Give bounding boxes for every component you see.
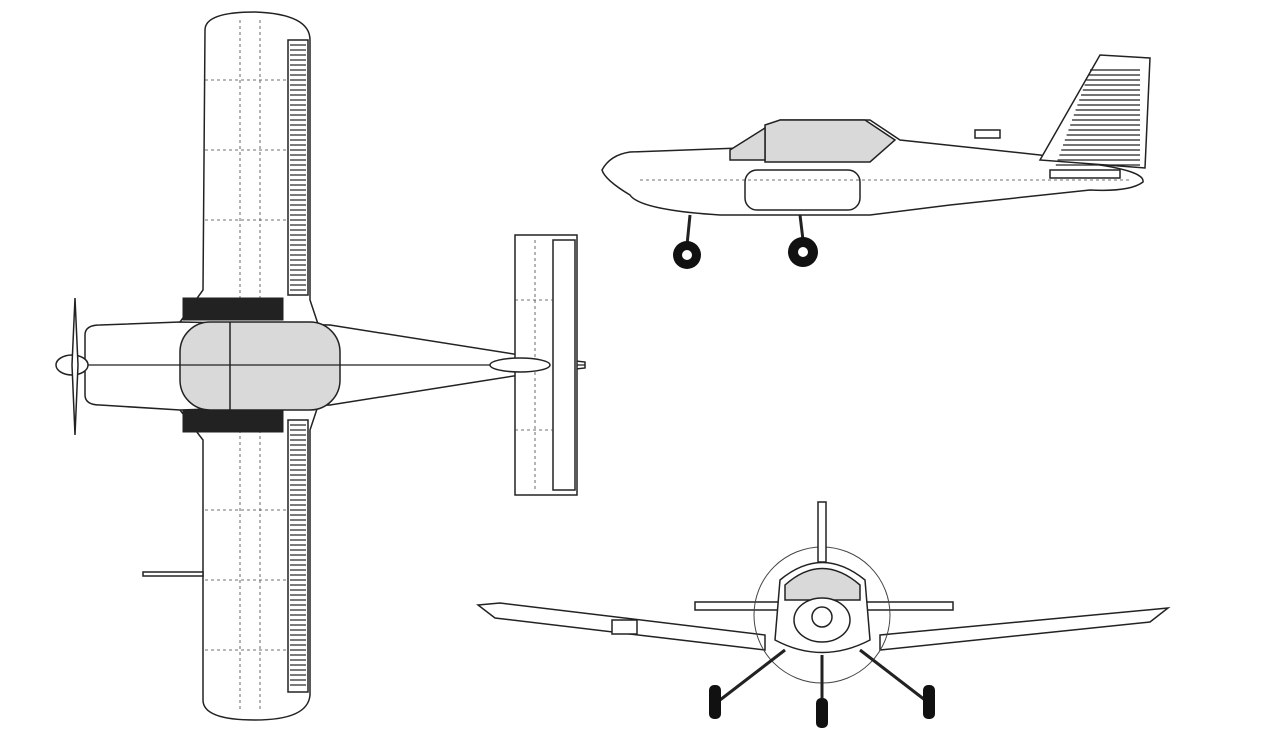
elevator — [552, 239, 576, 491]
top-canopy — [179, 321, 341, 411]
top-view — [55, 11, 586, 721]
side-view — [601, 54, 1151, 269]
side-stabilizer — [1049, 169, 1121, 179]
front-right-wheel — [923, 685, 935, 719]
front-view — [476, 501, 1171, 728]
front-nose-wheel — [816, 698, 828, 728]
side-fuselage — [601, 119, 1144, 216]
side-canopy — [764, 119, 897, 163]
fin-root — [489, 357, 551, 373]
front-right-wing — [879, 607, 1171, 651]
antenna — [974, 129, 1001, 139]
side-wing-root — [744, 169, 861, 211]
wing-root-walkway-left — [182, 297, 284, 321]
front-fin — [817, 501, 827, 563]
top-wing-panel-lines — [205, 20, 305, 712]
propeller-icon — [71, 297, 79, 436]
front-spinner — [811, 606, 833, 628]
front-canopy — [784, 567, 861, 601]
side-windshield — [729, 126, 766, 161]
front-left-wheel — [709, 685, 721, 719]
pitot-tube — [142, 571, 204, 577]
wing-root-walkway-right — [182, 409, 284, 433]
side-tail-fin — [1038, 54, 1151, 169]
landing-light — [611, 619, 638, 635]
right-aileron-flap — [287, 419, 309, 693]
left-aileron-flap — [287, 39, 309, 296]
